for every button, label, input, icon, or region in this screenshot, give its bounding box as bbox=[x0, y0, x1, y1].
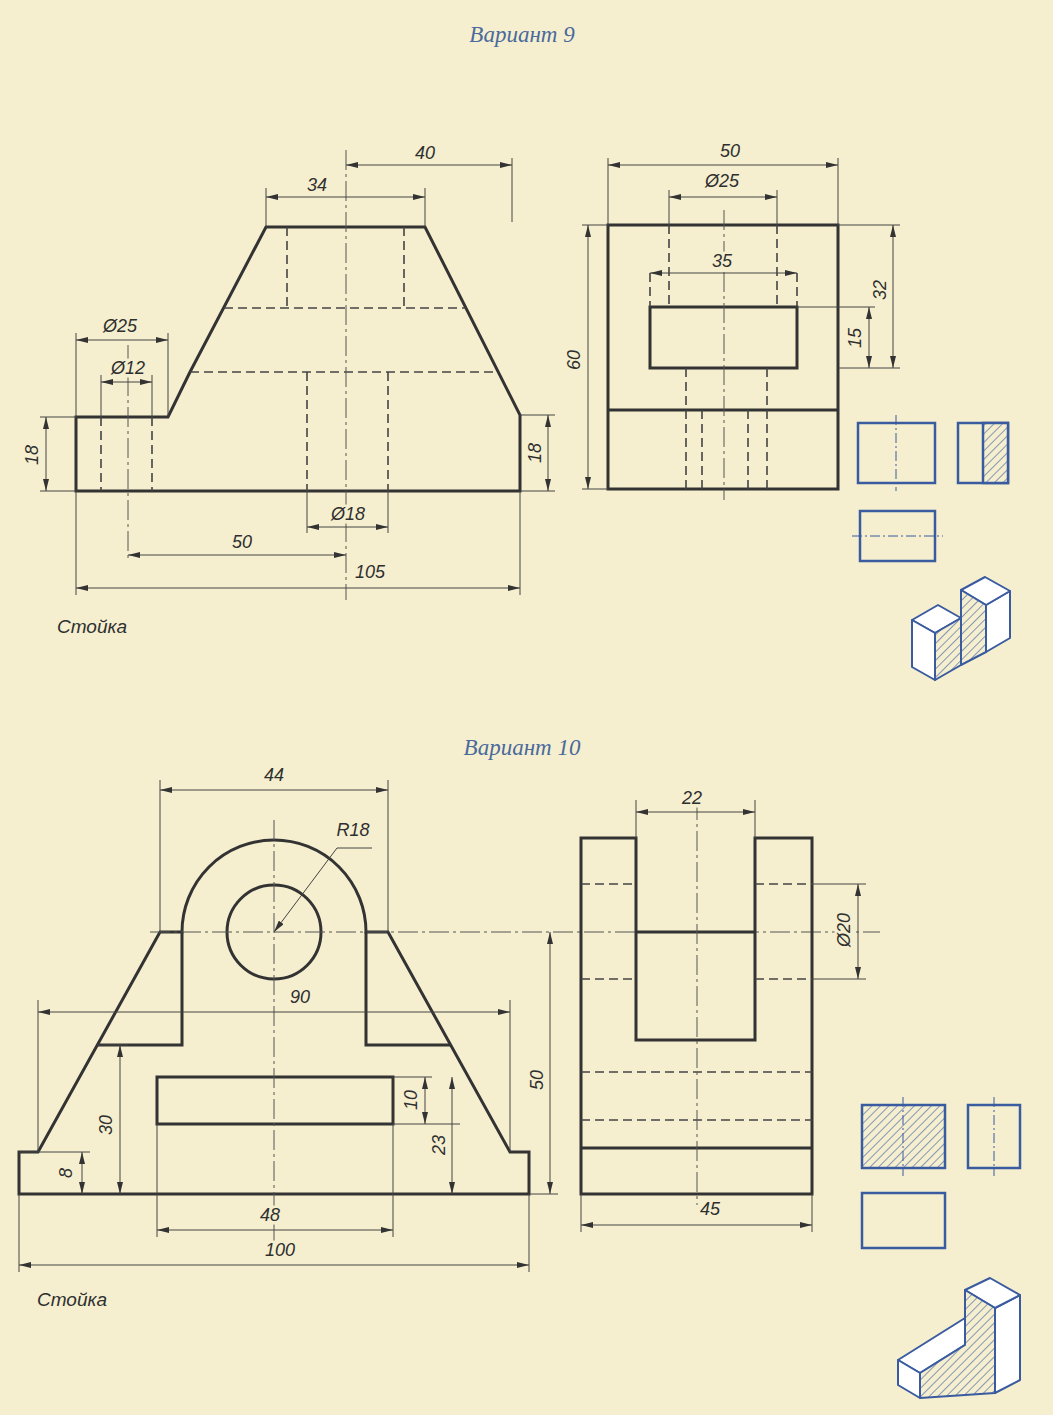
dimension-value: 34 bbox=[305, 176, 329, 195]
scheme-axis bbox=[903, 1097, 904, 1176]
dimension-line bbox=[452, 1077, 453, 1194]
center-line bbox=[128, 150, 346, 600]
part-outline bbox=[608, 225, 838, 489]
dimension-line bbox=[636, 812, 755, 813]
dimension-line bbox=[893, 225, 894, 368]
dimension-line bbox=[858, 884, 859, 979]
dimension-value: 10 bbox=[402, 1088, 421, 1112]
icon-section bbox=[920, 1290, 995, 1398]
icon-face bbox=[912, 620, 935, 680]
dimension-value: 45 bbox=[698, 1200, 722, 1219]
dimension-line bbox=[120, 1045, 121, 1194]
dimension-value: 50 bbox=[718, 142, 742, 161]
dimension-line bbox=[346, 165, 512, 166]
icon-face bbox=[995, 1295, 1020, 1393]
slot-outline bbox=[157, 1077, 393, 1124]
front-view bbox=[19, 780, 880, 1272]
dimension-value: R18 bbox=[334, 821, 371, 840]
variant-heading: Вариант 10 bbox=[462, 736, 583, 760]
icon-section bbox=[935, 618, 961, 680]
dimension-value: 50 bbox=[230, 533, 254, 552]
dimension-value: 100 bbox=[263, 1241, 297, 1260]
center-line bbox=[150, 820, 880, 1245]
dimension-value: 40 bbox=[413, 144, 437, 163]
isometric-icon bbox=[898, 1278, 1020, 1398]
dimension-line bbox=[46, 417, 47, 491]
extension-line bbox=[582, 158, 900, 489]
part-name: Стойка bbox=[35, 1290, 109, 1310]
dimension-line bbox=[307, 527, 388, 528]
scheme-section bbox=[983, 423, 1008, 483]
hidden-line bbox=[650, 225, 797, 489]
dimension-line bbox=[608, 165, 838, 166]
dimension-value: 50 bbox=[528, 1068, 547, 1092]
dimension-value: Ø20 bbox=[835, 911, 854, 949]
dimension-line bbox=[425, 1077, 426, 1124]
dimension-line bbox=[550, 932, 551, 1194]
dimension-line bbox=[38, 1012, 510, 1013]
leader-line bbox=[274, 848, 337, 932]
dimension-value: 8 bbox=[57, 1166, 76, 1180]
dimension-line bbox=[669, 197, 777, 198]
part-outline bbox=[581, 838, 812, 1194]
front-view bbox=[40, 150, 555, 600]
dimension-value: 32 bbox=[871, 278, 890, 302]
isometric-icon bbox=[912, 577, 1010, 680]
dimension-line bbox=[266, 197, 425, 198]
scheme-view bbox=[958, 423, 1008, 483]
dimension-value: 23 bbox=[430, 1133, 449, 1157]
dimension-line bbox=[160, 790, 388, 791]
part-name: Стойка bbox=[55, 617, 129, 637]
dimension-value: 48 bbox=[258, 1206, 282, 1225]
side-view bbox=[582, 158, 900, 500]
scheme-axis bbox=[852, 536, 943, 537]
dimension-line bbox=[76, 588, 520, 589]
dimension-value: 18 bbox=[23, 443, 42, 467]
dimension-value: 30 bbox=[97, 1113, 116, 1137]
center-line bbox=[697, 800, 698, 1205]
dimension-value: Ø12 bbox=[109, 359, 147, 378]
dimension-line bbox=[82, 1152, 83, 1194]
dimension-value: 44 bbox=[262, 766, 286, 785]
icon-section bbox=[961, 590, 986, 665]
extension-line bbox=[581, 800, 866, 1232]
dimension-value: 18 bbox=[526, 441, 545, 465]
part-edge bbox=[608, 409, 838, 412]
dimension-value: 60 bbox=[565, 348, 584, 372]
dimension-value: 105 bbox=[353, 563, 387, 582]
dimension-line bbox=[581, 1225, 812, 1226]
dimension-value: Ø25 bbox=[101, 317, 139, 336]
dimension-line bbox=[19, 1265, 529, 1266]
leader-line bbox=[337, 848, 372, 849]
icon-face bbox=[898, 1360, 920, 1398]
dimension-value: 22 bbox=[680, 789, 704, 808]
side-view bbox=[581, 800, 866, 1232]
dimension-value: Ø18 bbox=[329, 505, 367, 524]
view-scheme bbox=[852, 415, 1008, 561]
part-outline bbox=[76, 227, 520, 491]
dimension-line bbox=[588, 225, 589, 489]
dimension-value: 15 bbox=[846, 326, 865, 350]
extension-line bbox=[19, 780, 558, 1272]
dimension-line bbox=[157, 1230, 393, 1231]
view-scheme bbox=[862, 1097, 1020, 1248]
dimension-value: Ø25 bbox=[703, 172, 741, 191]
dimension-line bbox=[869, 307, 870, 368]
scheme-axis bbox=[896, 415, 897, 491]
extension-line bbox=[40, 158, 555, 595]
variant-heading: Вариант 9 bbox=[467, 23, 576, 47]
dimension-line bbox=[76, 340, 168, 341]
dimension-value: 90 bbox=[288, 988, 312, 1007]
dimension-line bbox=[650, 273, 797, 274]
dimension-line bbox=[548, 415, 549, 491]
dimension-line bbox=[128, 555, 346, 556]
scheme-axis bbox=[994, 1097, 995, 1176]
hidden-line bbox=[101, 227, 498, 491]
dimension-line bbox=[101, 382, 152, 383]
scheme-view bbox=[862, 1193, 945, 1248]
dimension-value: 35 bbox=[710, 252, 734, 271]
